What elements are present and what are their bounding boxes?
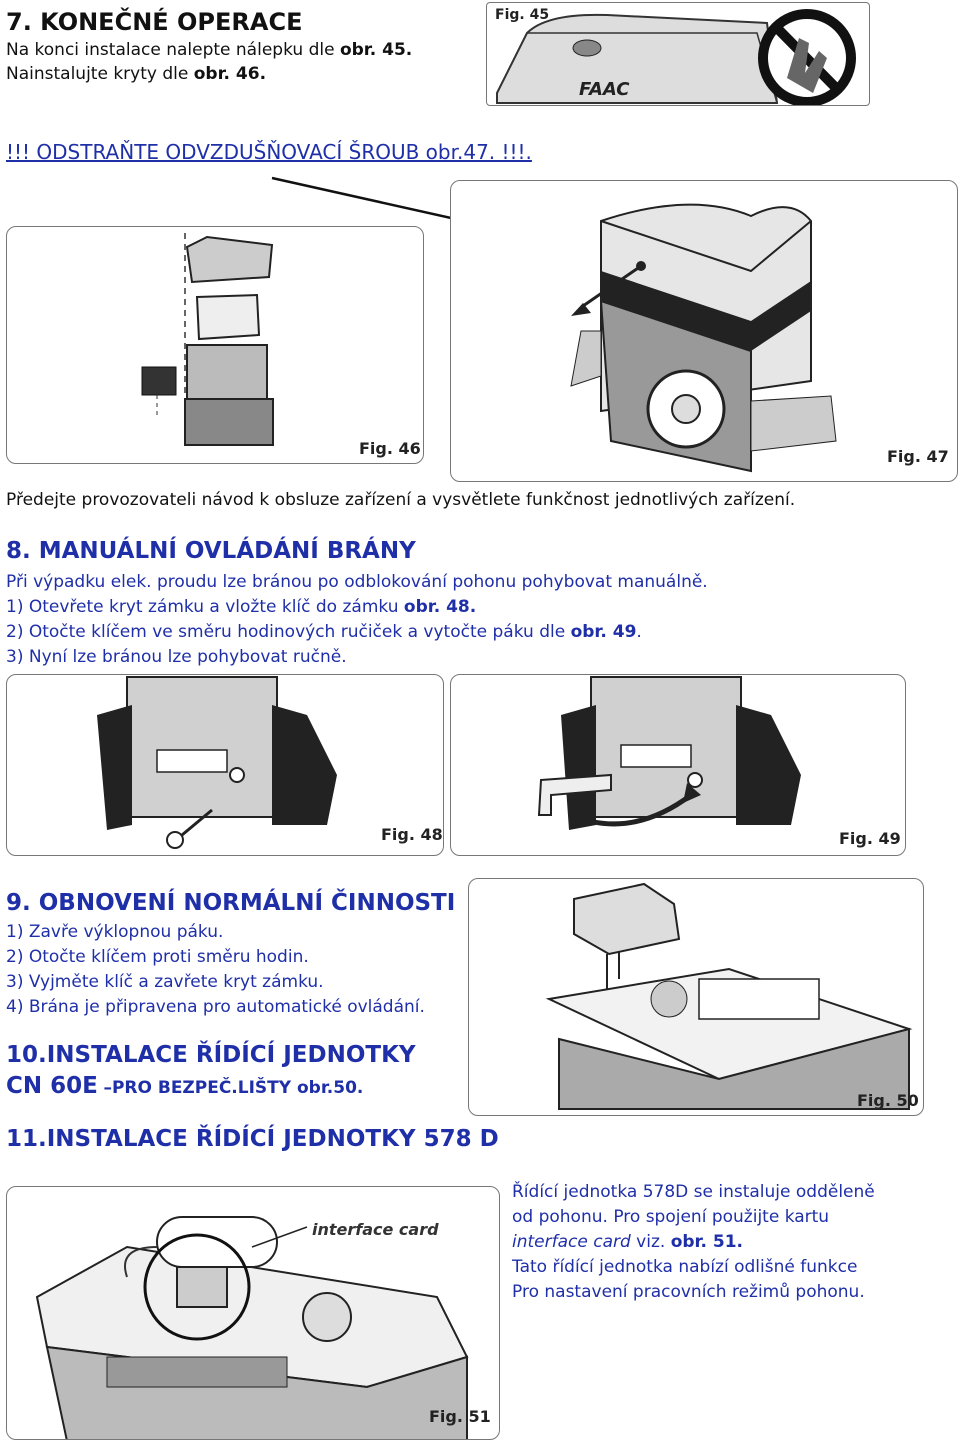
section-8-step-1-ref: obr. 48. xyxy=(403,597,477,617)
figure-48-label: Fig. 48 xyxy=(381,825,443,844)
section-11-line-2: od pohonu. Pro spojení použijte kartu xyxy=(512,1207,830,1227)
section-8-step-2-text: 2) Otočte klíčem ve směru hodinových ruč… xyxy=(6,622,571,642)
section-7-line-1-ref: obr. 45. xyxy=(339,40,413,60)
interface-card-callout: interface card xyxy=(312,1220,439,1239)
figure-46-illustration xyxy=(141,233,274,446)
faac-logo: FAAC xyxy=(579,79,630,100)
section-11-line-1: Řídící jednotka 578D se instaluje odděle… xyxy=(512,1182,875,1202)
section-9-step: 3) Vyjměte klíč a zavřete kryt zámku. xyxy=(6,972,324,992)
section-10-subtitle: –PRO BEZPEČ.LIŠTY obr.50. xyxy=(103,1078,364,1098)
section-7-line-1: Na konci instalace nalepte nálepku dle o… xyxy=(6,40,412,60)
section-11-line-4: Tato řídící jednotka nabízí odlišné funk… xyxy=(512,1257,858,1277)
section-10-model: CN 60E xyxy=(6,1073,98,1099)
figure-50-illustration xyxy=(545,882,913,1110)
figure-51-label: Fig. 51 xyxy=(429,1407,491,1426)
section-7-line-2: Nainstalujte kryty dle obr. 46. xyxy=(6,64,266,84)
section-11-line-3: interface card viz. obr. 51. xyxy=(512,1230,875,1255)
section-8-step-2-ref: obr. 49 xyxy=(570,622,637,642)
section-7-line-2-text: Nainstalujte kryty dle xyxy=(6,64,194,84)
figure-45-label: Fig. 45 xyxy=(495,7,550,23)
section-8-title: 8. MANUÁLNÍ OVLÁDÁNÍ BRÁNY xyxy=(6,538,416,564)
figure-50-label: Fig. 50 xyxy=(857,1091,919,1110)
section-7-line-2-ref: obr. 46. xyxy=(193,64,267,84)
section-11-line-5: Pro nastavení pracovních režimů pohonu. xyxy=(512,1282,865,1302)
section-11-title: 11.INSTALACE ŘÍDÍCÍ JEDNOTKY 578 D xyxy=(6,1126,499,1152)
section-8-step-2: 2) Otočte klíčem ve směru hodinových ruč… xyxy=(6,620,708,645)
section-7-line-1-text: Na konci instalace nalepte nálepku dle xyxy=(6,40,340,60)
interface-card-term: interface card xyxy=(512,1232,631,1252)
section-11-line-3-ref: obr. 51. xyxy=(670,1232,744,1252)
figure-51-illustration: interface card xyxy=(35,1216,469,1439)
figure-48-illustration xyxy=(97,676,337,849)
section-8-step-3: 3) Nyní lze bránou lze pohybovat ručně. xyxy=(6,647,347,667)
section-8-step-1-text: 1) Otevřete kryt zámku a vložte klíč do … xyxy=(6,597,404,617)
section-7-title: 7. KONEČNÉ OPERACE xyxy=(6,8,303,36)
section-8-body: Při výpadku elek. proudu lze bránou po o… xyxy=(6,570,708,670)
figure-48: Fig. 48 xyxy=(6,674,444,856)
section-8-intro: Při výpadku elek. proudu lze bránou po o… xyxy=(6,572,708,592)
figure-47-label: Fig. 47 xyxy=(887,447,949,466)
figure-50: Fig. 50 xyxy=(468,878,924,1116)
figure-45-illustration: FAAC xyxy=(496,9,856,105)
section-8-step-1: 1) Otevřete kryt zámku a vložte klíč do … xyxy=(6,595,708,620)
figure-46: Fig. 46 xyxy=(6,226,424,464)
section-9-step: 2) Otočte klíčem proti směru hodin. xyxy=(6,947,309,967)
section-9-step: 1) Zavře výklopnou páku. xyxy=(6,922,224,942)
figure-51: interface card Fig. 51 xyxy=(6,1186,500,1440)
section-9-step: 4) Brána je připravena pro automatické o… xyxy=(6,997,425,1017)
section-11-line-3-text: viz. xyxy=(630,1232,671,1252)
figure-47: Fig. 47 xyxy=(450,180,958,482)
section-11-body: Řídící jednotka 578D se instaluje odděle… xyxy=(512,1180,875,1305)
figure-49-label: Fig. 49 xyxy=(839,829,901,848)
figure-45: FAAC Fig. 45 xyxy=(486,2,870,106)
figure-47-illustration xyxy=(570,203,837,473)
figure-49-illustration xyxy=(537,676,801,830)
figure-46-label: Fig. 46 xyxy=(359,439,421,458)
figure-49: Fig. 49 xyxy=(450,674,906,856)
bleed-screw-warning: !!! ODSTRAŇTE ODVZDUŠŇOVACÍ ŠROUB obr.47… xyxy=(6,140,532,164)
section-8-step-2-end: . xyxy=(636,622,642,642)
section-9-title: 9. OBNOVENÍ NORMÁLNÍ ČINNOSTI xyxy=(6,890,456,916)
section-10-title-line-2: CN 60E –PRO BEZPEČ.LIŠTY obr.50. xyxy=(6,1073,363,1099)
section-10-title-line-1: 10.INSTALACE ŘÍDÍCÍ JEDNOTKY xyxy=(6,1042,416,1068)
handover-instruction: Předejte provozovateli návod k obsluze z… xyxy=(6,490,796,510)
section-9-steps: 1) Zavře výklopnou páku. 2) Otočte klíče… xyxy=(6,920,425,1020)
